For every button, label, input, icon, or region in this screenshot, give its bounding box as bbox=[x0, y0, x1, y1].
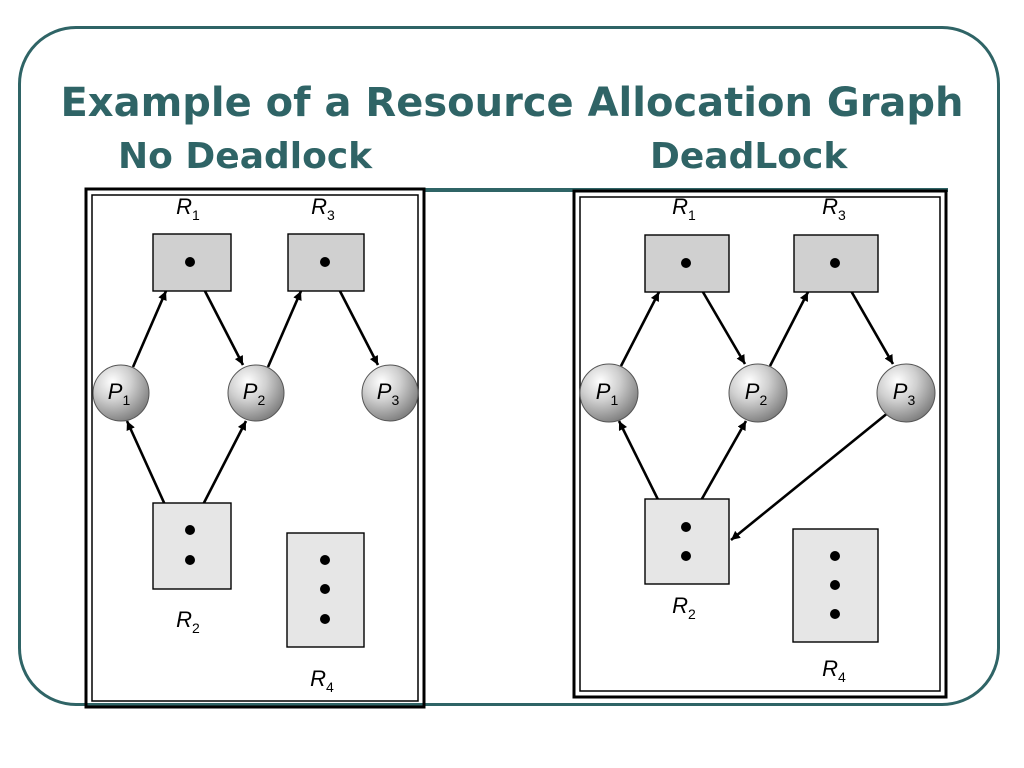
edge-p2-to-r3 bbox=[768, 291, 810, 367]
process-p1 bbox=[92, 364, 150, 422]
edge-p1-to-r1 bbox=[619, 291, 661, 367]
process-p3 bbox=[361, 364, 419, 422]
resource-instance-dot bbox=[320, 614, 330, 624]
resource-instance-dot bbox=[185, 525, 195, 535]
slide-frame bbox=[18, 26, 1000, 706]
resource-r2 bbox=[644, 498, 730, 585]
panel-inner-frame bbox=[91, 194, 419, 702]
caption-no-deadlock: No Deadlock bbox=[118, 136, 373, 177]
resource-r2 bbox=[152, 502, 232, 590]
resource-instance-dot bbox=[185, 257, 195, 267]
panel-frame bbox=[572, 189, 948, 699]
resource-instance-dot bbox=[830, 609, 840, 619]
resource-instance-dot bbox=[830, 580, 840, 590]
resource-instance-dot bbox=[830, 258, 840, 268]
panel-inner-frame bbox=[579, 196, 941, 692]
resource-r3 bbox=[287, 233, 365, 292]
edge-p1-to-r1 bbox=[131, 290, 168, 368]
caption-deadlock: DeadLock bbox=[650, 136, 848, 177]
process-p2 bbox=[728, 363, 788, 423]
process-p1 bbox=[579, 363, 639, 423]
resource-instance-dot bbox=[830, 551, 840, 561]
edge-p3-to-r2 bbox=[730, 410, 890, 542]
resource-instance-dot bbox=[185, 555, 195, 565]
resource-r4 bbox=[286, 532, 365, 648]
slide-title: Example of a Resource Allocation Graph bbox=[60, 80, 964, 126]
resource-instance-dot bbox=[320, 257, 330, 267]
resource-instance-dot bbox=[320, 555, 330, 565]
process-p3 bbox=[876, 363, 936, 423]
resource-instance-dot bbox=[681, 258, 691, 268]
panel-frame bbox=[84, 187, 426, 709]
resource-instance-dot bbox=[681, 551, 691, 561]
edge-p2-to-r3 bbox=[266, 290, 303, 368]
resource-instance-dot bbox=[681, 522, 691, 532]
resource-instance-dot bbox=[320, 584, 330, 594]
process-p2 bbox=[227, 364, 285, 422]
